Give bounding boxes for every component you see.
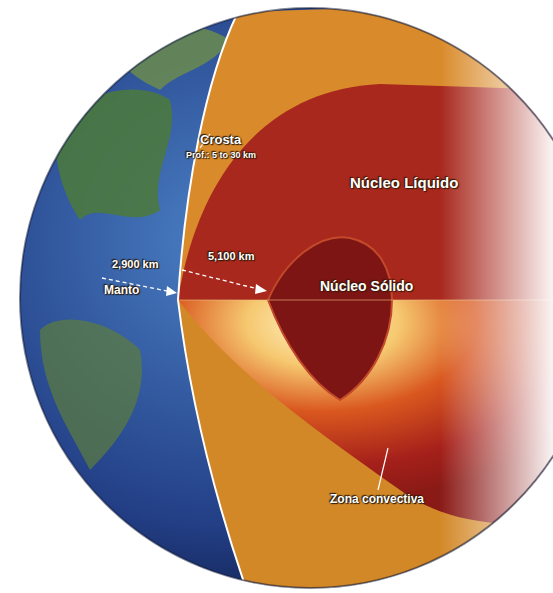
part-label: 5,100 km [208, 250, 254, 262]
part-label: 2,900 km [112, 258, 158, 270]
solid-core-region: Núcleo Sólido [320, 278, 417, 314]
part-label: Prof.: 5 to 30 km [186, 150, 256, 160]
region-label: Núcleo Sólido [320, 278, 413, 294]
part-label: Zona convectiva [330, 492, 424, 506]
part-label: Manto [104, 283, 139, 297]
liquid-core-region: Núcleo LíquidoNúcleo Sólido [300, 160, 462, 320]
region-label: Núcleo Líquido [350, 174, 458, 191]
part-label: Crosta [200, 132, 241, 147]
